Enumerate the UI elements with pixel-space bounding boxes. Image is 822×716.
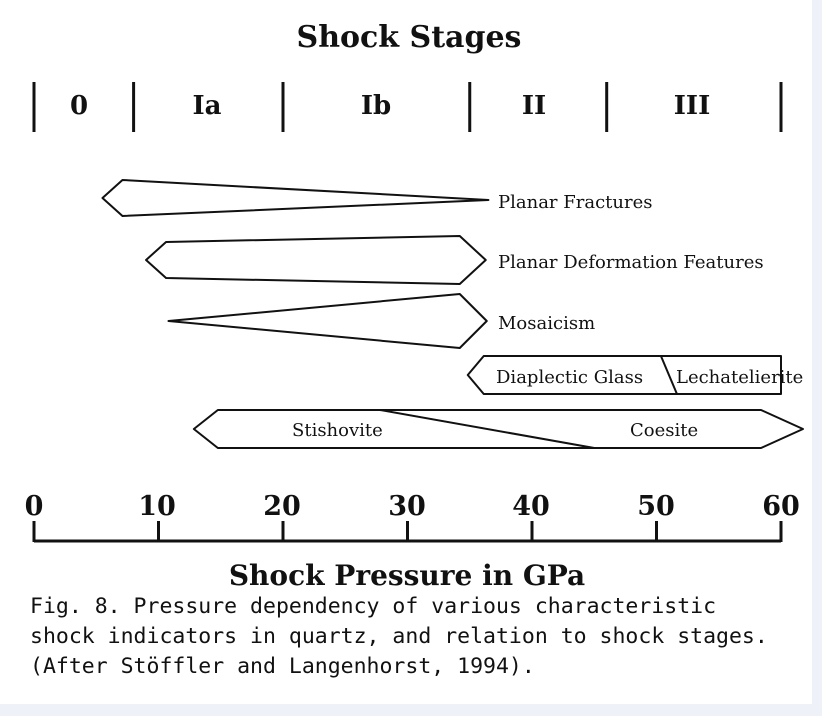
stage-label-0: 0	[70, 91, 88, 121]
bar-planar-deformation-features	[145, 235, 487, 285]
label-planar-deformation-features: Planar Deformation Features	[498, 252, 764, 273]
stage-dividers	[32, 82, 783, 132]
tick-label-40: 40	[512, 491, 550, 522]
diagram-title: Shock Stages	[297, 20, 522, 55]
bar-planar-fractures	[101, 179, 490, 217]
label-planar-fractures: Planar Fractures	[498, 192, 652, 213]
stage-label-ib: Ib	[361, 91, 391, 121]
bar-diaplectic-glass-lechatelierite	[466, 355, 782, 395]
caption-line-3: (After Stöffler and Langenhorst, 1994).	[30, 654, 535, 679]
shock-stage-diagram: Shock Stages 0 Ia Ib II III Planar Fract…	[25, 20, 804, 592]
tick-label-10: 10	[138, 491, 176, 522]
shock-stage-row: 0 Ia Ib II III	[32, 82, 783, 132]
tick-label-0: 0	[25, 491, 44, 522]
axis-ticks	[32, 521, 783, 542]
indicator-labels: Planar Fractures Planar Deformation Feat…	[292, 192, 803, 441]
label-lechatelierite: Lechatelierite	[676, 367, 803, 388]
tick-label-50: 50	[637, 491, 675, 522]
label-diaplectic-glass: Diaplectic Glass	[496, 367, 643, 388]
bar-mosaicism	[167, 293, 488, 349]
tick-label-30: 30	[388, 491, 426, 522]
tick-label-60: 60	[762, 491, 800, 522]
indicator-bars	[101, 179, 804, 449]
stage-label-ia: Ia	[192, 91, 221, 121]
label-stishovite: Stishovite	[292, 420, 383, 441]
label-coesite: Coesite	[630, 420, 698, 441]
caption-line-2: shock indicators in quartz, and relation…	[30, 624, 768, 649]
bar-divider-glass-lechatelierite	[660, 355, 678, 395]
pressure-axis: 0 10 20 30 40 50 60 Shock Pressure in GP…	[25, 491, 800, 592]
caption-line-1: Fig. 8. Pressure dependency of various c…	[30, 594, 717, 619]
figure: Shock Stages 0 Ia Ib II III Planar Fract…	[0, 0, 812, 704]
bar-divider-stishovite-coesite	[379, 409, 595, 449]
figure-caption: Fig. 8. Pressure dependency of various c…	[30, 592, 812, 682]
tick-label-20: 20	[263, 491, 301, 522]
stage-label-ii: II	[522, 91, 546, 121]
axis-label: Shock Pressure in GPa	[229, 559, 585, 592]
bar-stishovite-coesite	[192, 409, 804, 449]
stage-label-iii: III	[674, 91, 711, 121]
label-mosaicism: Mosaicism	[498, 313, 595, 334]
